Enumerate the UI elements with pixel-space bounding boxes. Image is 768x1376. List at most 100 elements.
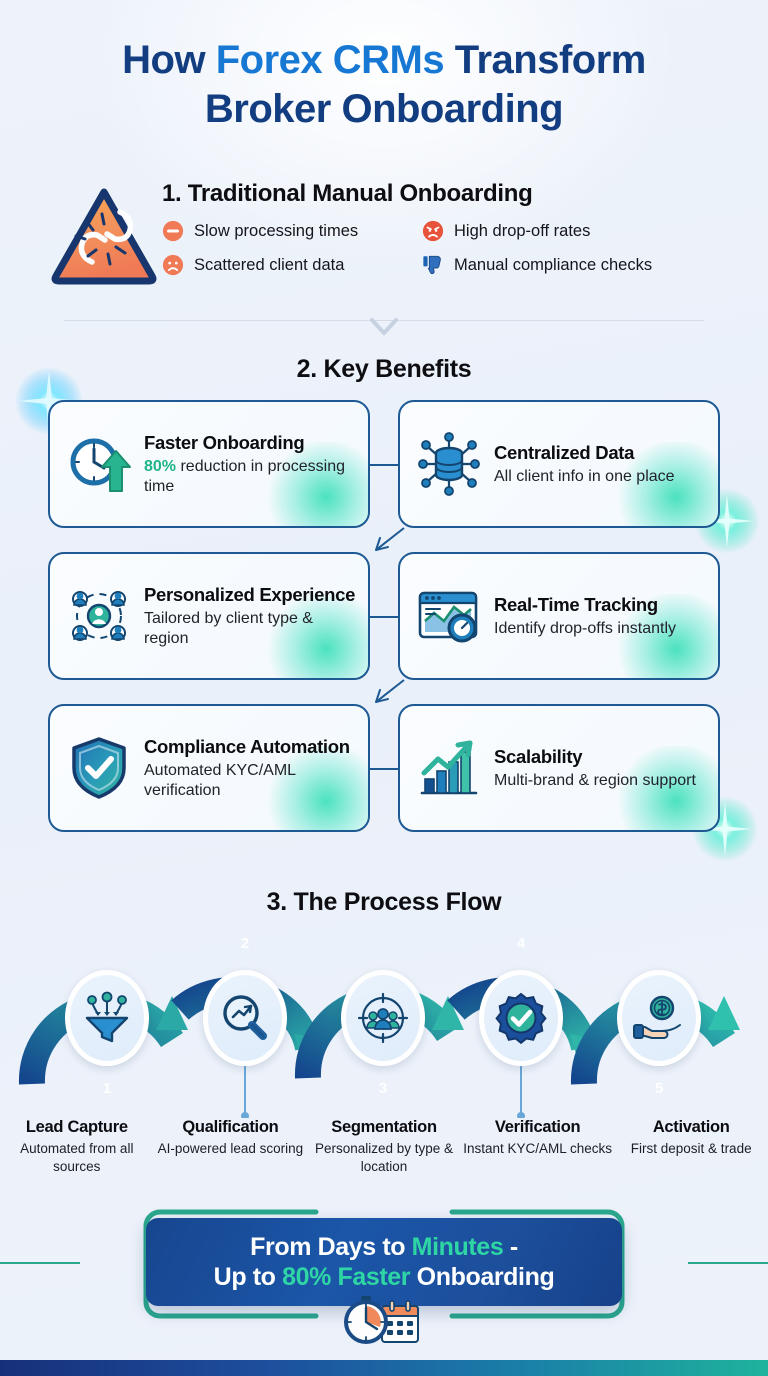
process-step-label-group: Verification Instant KYC/AML checks xyxy=(461,1118,615,1175)
pain-point-item: Scattered client data xyxy=(162,254,412,276)
benefit-subtitle: 80% reduction in processing time xyxy=(144,457,358,497)
growth-chart-icon xyxy=(420,740,478,795)
process-step-node[interactable] xyxy=(617,970,701,1066)
banner-text: From Days to Minutes - Up to 80% Faster … xyxy=(214,1232,555,1293)
pain-point-item: High drop-off rates xyxy=(422,220,740,242)
people-network-icon xyxy=(72,591,126,641)
banner-side-line-right xyxy=(688,1262,768,1264)
section-traditional-onboarding: 1. Traditional Manual Onboarding Slow pr… xyxy=(40,176,740,296)
benefit-card[interactable]: Scalability Multi-brand & region support xyxy=(398,704,720,832)
pain-point-label: Scattered client data xyxy=(194,255,345,274)
banner-line1-a: From Days to xyxy=(250,1232,412,1261)
warning-triangle-broken-chain-icon xyxy=(51,188,157,285)
thumbs-down-icon xyxy=(423,255,441,275)
process-step-node[interactable] xyxy=(341,970,425,1066)
benefit-title: Personalized Experience xyxy=(144,583,356,605)
banner-line1-highlight: Minutes xyxy=(411,1232,504,1261)
section3-heading: 3. The Process Flow xyxy=(266,888,502,916)
pain-point-item: Slow processing times xyxy=(162,220,412,242)
benefit-subtitle: Identify drop-offs instantly xyxy=(494,619,677,637)
benefit-subtitle: Automated KYC/AML verification xyxy=(144,761,296,799)
title-line1-part1: How xyxy=(122,38,216,82)
benefit-card[interactable]: Centralized Data All client info in one … xyxy=(398,400,720,528)
benefit-cards: Faster Onboarding 80% reduction in proce… xyxy=(0,367,768,862)
step-number: 5 xyxy=(654,1080,664,1097)
summary-banner-area: From Days to Minutes - Up to 80% Faster … xyxy=(0,1208,768,1344)
angry-face-icon xyxy=(422,220,444,242)
no-entry-icon xyxy=(162,220,184,242)
benefit-title: Centralized Data xyxy=(494,441,635,463)
process-step-labels: Lead Capture Automated from all sources … xyxy=(0,1118,768,1175)
step-description: Instant KYC/AML checks xyxy=(463,1141,612,1156)
step-number: 1 xyxy=(102,1080,112,1097)
benefit-card[interactable]: Faster Onboarding 80% reduction in proce… xyxy=(48,400,370,528)
step-number: 2 xyxy=(240,935,250,952)
pain-point-item: Manual compliance checks xyxy=(422,254,740,276)
shield-check-icon xyxy=(72,737,126,799)
banner-line2-highlight: 80% Faster xyxy=(282,1263,411,1291)
title-line2: Broker Onboarding xyxy=(204,86,564,131)
process-step-node[interactable] xyxy=(479,970,563,1066)
funnel-icon xyxy=(85,991,129,1043)
clock-arrow-icon xyxy=(70,438,131,492)
benefit-subtitle: Tailored by client type & region xyxy=(144,609,313,647)
step-label: Activation xyxy=(652,1118,730,1136)
step-number: 4 xyxy=(516,935,526,952)
chevron-down-icon xyxy=(370,318,398,335)
magnifier-trend-icon xyxy=(223,995,267,1040)
benefit-sub-rest: reduction in processing time xyxy=(144,457,346,495)
sad-face-icon xyxy=(162,254,184,276)
row-arrow-icon xyxy=(375,527,405,551)
benefit-card[interactable]: Real-Time Tracking Identify drop-offs in… xyxy=(398,552,720,680)
verified-badge-icon xyxy=(495,992,547,1045)
step-label: Qualification xyxy=(182,1118,279,1136)
pain-point-label: Slow processing times xyxy=(194,221,359,240)
process-step-node[interactable] xyxy=(203,970,287,1066)
benefit-title: Faster Onboarding xyxy=(144,431,305,453)
section-divider xyxy=(64,320,704,321)
process-flow: 1 2 3 4 5 xyxy=(0,918,768,1118)
banner-line2-b: Onboarding xyxy=(410,1263,555,1291)
process-step-label-group: Activation First deposit & trade xyxy=(614,1118,768,1175)
benefit-card[interactable]: Personalized Experience Tailored by clie… xyxy=(48,552,370,680)
banner-line1-b: - xyxy=(503,1232,518,1261)
process-step-label-group: Segmentation Personalized by type & loca… xyxy=(307,1118,461,1175)
pain-point-label: High drop-off rates xyxy=(454,221,591,240)
card-connector xyxy=(370,616,398,618)
step-label: Segmentation xyxy=(331,1118,437,1136)
database-network-icon xyxy=(418,432,480,496)
title-highlight: Forex CRMs xyxy=(215,38,445,82)
stopwatch-calendar-icon xyxy=(344,1296,419,1344)
hand-coin-icon xyxy=(633,995,681,1039)
benefit-subtitle: All client info in one place xyxy=(494,467,675,485)
row-arrow-icon xyxy=(375,679,405,703)
step-description: AI-powered lead scoring xyxy=(157,1141,304,1156)
section2-heading: 2. Key Benefits xyxy=(296,355,472,383)
step-description: Personalized by type & location xyxy=(314,1141,454,1174)
summary-banner: From Days to Minutes - Up to 80% Faster … xyxy=(146,1218,622,1306)
dashboard-gauge-icon xyxy=(418,591,478,643)
benefit-card[interactable]: Compliance Automation Automated KYC/AML … xyxy=(48,704,370,832)
target-people-icon xyxy=(357,992,409,1044)
card-connector xyxy=(370,464,398,466)
banner-line2-a: Up to xyxy=(213,1263,283,1291)
step-label: Lead Capture xyxy=(25,1118,128,1136)
benefit-title: Scalability xyxy=(494,745,583,767)
title-line1-part2: Transform xyxy=(444,38,647,82)
process-step-label-group: Qualification AI-powered lead scoring xyxy=(154,1118,308,1175)
step-description: First deposit & trade xyxy=(630,1141,752,1156)
banner-side-line-left xyxy=(0,1262,80,1264)
process-step-label-group: Lead Capture Automated from all sources xyxy=(0,1118,154,1175)
footer-bar xyxy=(0,1360,768,1376)
step-number: 3 xyxy=(378,1080,388,1097)
benefit-title: Compliance Automation xyxy=(144,735,350,757)
pain-point-label: Manual compliance checks xyxy=(454,255,653,274)
pain-point-list: Slow processing times High drop-off rate… xyxy=(162,220,740,276)
process-step-node[interactable] xyxy=(65,970,149,1066)
page-title: How Forex CRMs Transform Broker Onboardi… xyxy=(0,36,768,134)
card-connector xyxy=(370,768,398,770)
step-description: Automated from all sources xyxy=(20,1141,134,1174)
step-label: Verification xyxy=(494,1118,581,1136)
section1-heading: 1. Traditional Manual Onboarding xyxy=(162,180,533,207)
